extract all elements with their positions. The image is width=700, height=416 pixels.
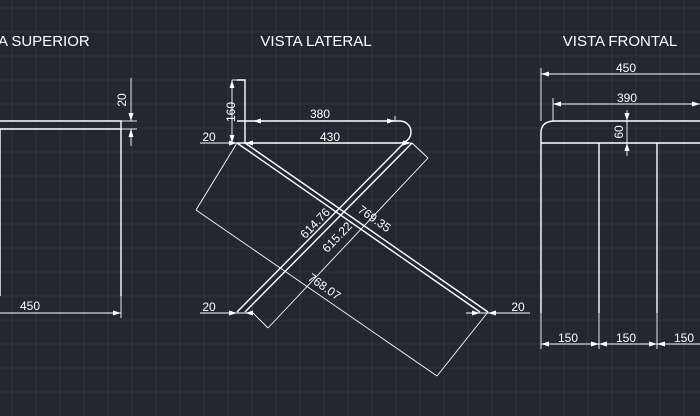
dim-arrow	[245, 140, 253, 146]
dim-arrow	[692, 101, 700, 107]
side-view-diag-dim-line	[195, 209, 438, 377]
side-view-dim-left-bottom: 20	[202, 300, 216, 314]
dim-arrow	[599, 341, 607, 347]
front-view-dim-150-b: 150	[616, 331, 636, 345]
dim-arrow	[128, 129, 134, 137]
top-view-title: A SUPERIOR	[0, 33, 90, 50]
dim-arrow	[229, 80, 235, 88]
side-view-leg-a	[236, 142, 489, 313]
dim-arrow	[128, 113, 134, 121]
dim-arrow	[624, 113, 630, 121]
side-view-dim-430: 430	[320, 130, 340, 144]
side-view-diag-dim-line	[267, 157, 429, 329]
side-view: VISTA LATERAL 160 380 430 20 20	[195, 33, 530, 377]
dim-arrow	[488, 310, 496, 316]
front-view-dim-150-c: 150	[674, 331, 694, 345]
side-view-dim-380: 380	[310, 107, 330, 121]
top-view-slab	[0, 120, 122, 130]
dim-arrow	[541, 341, 549, 347]
front-view-dim-150-a: 150	[558, 331, 578, 345]
front-view-title: VISTA FRONTAL	[563, 33, 677, 50]
side-view-ext-line	[252, 312, 269, 329]
side-view-dim-height: 160	[224, 102, 238, 122]
side-view-backrest-post	[237, 79, 246, 143]
dim-arrow	[624, 143, 630, 151]
dim-arrow	[387, 118, 395, 124]
side-view-dim-left-top: 20	[202, 130, 216, 144]
side-view-leg-b	[236, 142, 413, 313]
dim-arrow	[541, 71, 549, 77]
dim-arrow	[229, 310, 237, 316]
top-view: A SUPERIOR 20 450	[0, 33, 137, 318]
dim-arrow	[229, 135, 235, 143]
side-view-ext-line	[436, 311, 489, 377]
dim-arrow	[245, 310, 253, 316]
side-view-ext-line	[195, 142, 238, 211]
front-view-dim-60: 60	[612, 125, 626, 139]
dim-arrow	[113, 310, 121, 316]
dim-arrow	[403, 140, 411, 146]
front-view: VISTA FRONTAL 450 390 60 150 1	[540, 33, 700, 349]
dim-arrow	[253, 118, 261, 124]
dim-arrow	[657, 341, 665, 347]
front-view-backrest	[540, 120, 700, 143]
dim-arrow	[591, 341, 599, 347]
side-view-dim-diag-b: 769.35	[355, 202, 393, 235]
dim-arrow	[229, 140, 237, 146]
front-view-dim-450: 450	[616, 61, 636, 75]
dim-arrow	[553, 101, 561, 107]
side-view-ext-line	[411, 142, 429, 159]
side-view-title: VISTA LATERAL	[260, 33, 371, 50]
dim-arrow	[649, 341, 657, 347]
dim-arrow	[472, 310, 480, 316]
front-view-dim-390: 390	[617, 91, 637, 105]
side-view-dim-right-bottom: 20	[511, 300, 525, 314]
top-view-dim-width: 450	[20, 299, 40, 313]
top-view-dim-thickness: 20	[115, 93, 129, 107]
